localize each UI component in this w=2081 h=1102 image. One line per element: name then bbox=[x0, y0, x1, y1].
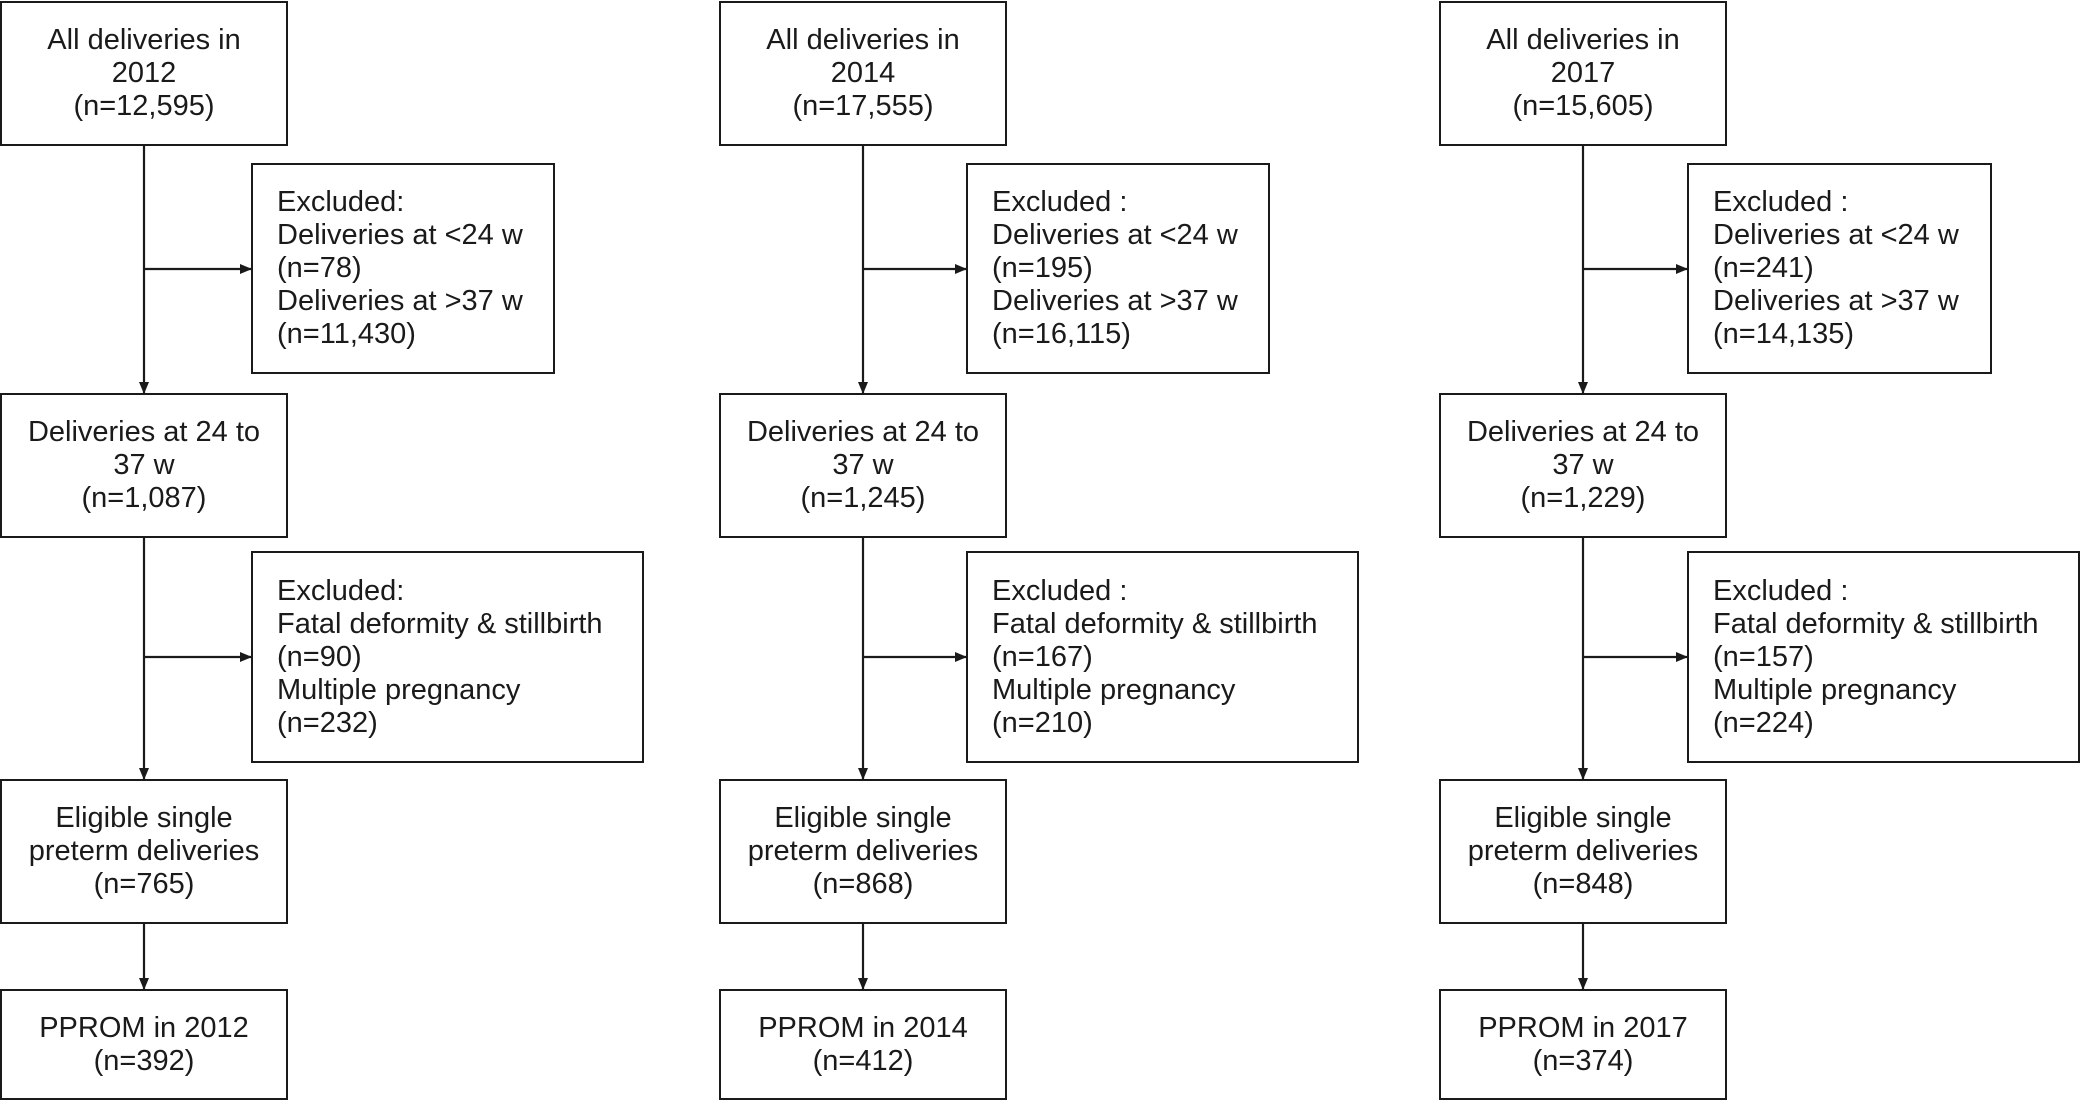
excl1-text-line: Deliveries at >37 w bbox=[1713, 285, 1959, 317]
range-text-line: Deliveries at 24 to bbox=[1466, 416, 1700, 448]
excl2-text-line: (n=210) bbox=[992, 706, 1093, 739]
eligible-text-line: preterm deliveries bbox=[747, 835, 979, 867]
all-text-line: (n=17,555) bbox=[792, 90, 934, 122]
all-text-line: 2014 bbox=[830, 57, 896, 89]
excl2-text-line: Fatal deformity & stillbirth bbox=[277, 607, 603, 640]
excl1-text-line: (n=241) bbox=[1713, 252, 1814, 284]
excl1-box-1: Excluded:Deliveries at <24 w(n=78)Delive… bbox=[251, 163, 555, 374]
excl1-text-line: Deliveries at <24 w bbox=[1713, 219, 1959, 251]
pprom-box-3: PPROM in 2017(n=374) bbox=[1439, 989, 1727, 1100]
excl2-box-2: Excluded :Fatal deformity & stillbirth(n… bbox=[966, 551, 1359, 763]
eligible-text-line: preterm deliveries bbox=[1467, 835, 1699, 867]
range-text-line: (n=1,245) bbox=[800, 482, 926, 514]
excl2-text-line: Excluded: bbox=[277, 574, 405, 607]
excl2-text-line: Fatal deformity & stillbirth bbox=[1713, 607, 2039, 640]
range-text-line: Deliveries at 24 to bbox=[27, 416, 261, 448]
all-text-line: All deliveries in bbox=[766, 24, 960, 56]
excl2-box-1: Excluded:Fatal deformity & stillbirth(n=… bbox=[251, 551, 644, 763]
excl1-text-line: Excluded : bbox=[1713, 186, 1849, 218]
pprom-text-line: (n=412) bbox=[812, 1044, 914, 1077]
pprom-box-1: PPROM in 2012(n=392) bbox=[0, 989, 288, 1100]
excl1-text-line: Deliveries at <24 w bbox=[992, 219, 1238, 251]
excl1-text-line: (n=11,430) bbox=[277, 318, 416, 350]
all-text-line: 2017 bbox=[1550, 57, 1616, 89]
pprom-text-line: PPROM in 2014 bbox=[758, 1011, 968, 1044]
excl2-text-line: (n=224) bbox=[1713, 706, 1814, 739]
eligible-text-line: preterm deliveries bbox=[28, 835, 260, 867]
all-text-line: All deliveries in bbox=[1486, 24, 1680, 56]
eligible-text-line: (n=868) bbox=[812, 868, 914, 900]
excl2-text-line: (n=232) bbox=[277, 706, 378, 739]
excl1-text-line: Deliveries at >37 w bbox=[277, 285, 523, 317]
all-text-line: All deliveries in bbox=[47, 24, 241, 56]
excl2-text-line: Excluded : bbox=[992, 574, 1128, 607]
eligible-text-line: (n=848) bbox=[1532, 868, 1634, 900]
excl1-box-2: Excluded :Deliveries at <24 w(n=195)Deli… bbox=[966, 163, 1270, 374]
eligible-text-line: Eligible single bbox=[55, 802, 233, 834]
excl1-text-line: (n=78) bbox=[277, 252, 362, 284]
excl1-text-line: Excluded: bbox=[277, 186, 405, 218]
excl2-text-line: Fatal deformity & stillbirth bbox=[992, 607, 1318, 640]
range-text-line: (n=1,229) bbox=[1520, 482, 1646, 514]
pprom-text-line: (n=392) bbox=[93, 1044, 195, 1077]
range-text-line: 37 w bbox=[113, 449, 175, 481]
range-text-line: (n=1,087) bbox=[81, 482, 207, 514]
excl2-text-line: Multiple pregnancy bbox=[277, 673, 521, 706]
excl2-text-line: Excluded : bbox=[1713, 574, 1849, 607]
excl1-text-line: Deliveries at >37 w bbox=[992, 285, 1238, 317]
excl1-text-line: (n=195) bbox=[992, 252, 1093, 284]
excl1-text-line: Deliveries at <24 w bbox=[277, 219, 523, 251]
excl2-text-line: (n=167) bbox=[992, 640, 1093, 673]
excl1-text-line: (n=14,135) bbox=[1713, 318, 1855, 350]
excl2-text-line: (n=157) bbox=[1713, 640, 1814, 673]
excl1-text-line: Excluded : bbox=[992, 186, 1128, 218]
excl1-box-3: Excluded :Deliveries at <24 w(n=241)Deli… bbox=[1687, 163, 1992, 374]
range-text-line: 37 w bbox=[1552, 449, 1614, 481]
eligible-text-line: Eligible single bbox=[774, 802, 952, 834]
range-text-line: 37 w bbox=[832, 449, 894, 481]
pprom-text-line: PPROM in 2017 bbox=[1478, 1011, 1688, 1044]
excl2-box-3: Excluded :Fatal deformity & stillbirth(n… bbox=[1687, 551, 2080, 763]
eligible-text-line: Eligible single bbox=[1494, 802, 1672, 834]
excl2-text-line: (n=90) bbox=[277, 640, 362, 673]
pprom-text-line: (n=374) bbox=[1532, 1044, 1634, 1077]
all-text-line: (n=12,595) bbox=[73, 90, 215, 122]
excl2-text-line: Multiple pregnancy bbox=[992, 673, 1236, 706]
range-text-line: Deliveries at 24 to bbox=[746, 416, 980, 448]
pprom-box-2: PPROM in 2014(n=412) bbox=[719, 989, 1007, 1100]
excl1-text-line: (n=16,115) bbox=[992, 318, 1131, 350]
all-text-line: 2012 bbox=[111, 57, 177, 89]
eligible-text-line: (n=765) bbox=[93, 868, 195, 900]
pprom-text-line: PPROM in 2012 bbox=[39, 1011, 249, 1044]
excl2-text-line: Multiple pregnancy bbox=[1713, 673, 1957, 706]
all-text-line: (n=15,605) bbox=[1512, 90, 1654, 122]
